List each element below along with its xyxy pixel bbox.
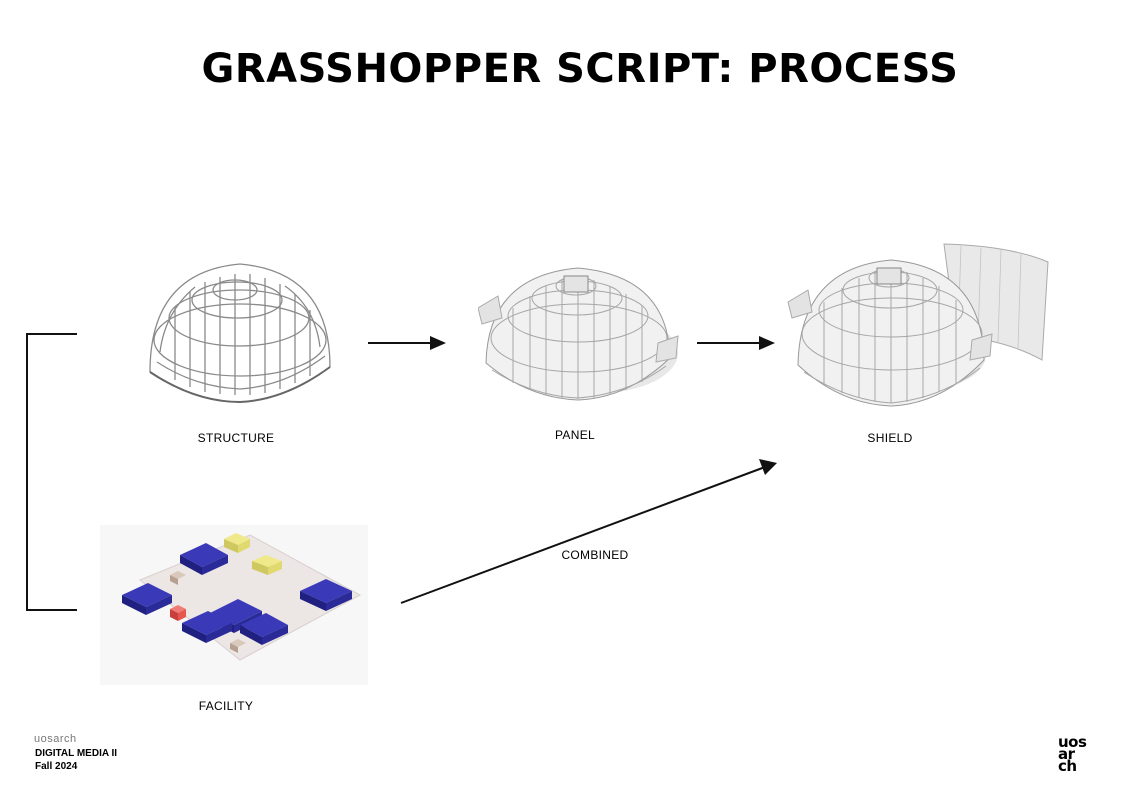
arrow-facility-to-shield — [400, 459, 777, 604]
panel-dome-image — [478, 267, 679, 401]
logo-line-2: ar — [1058, 745, 1075, 763]
structure-label: STRUCTURE — [197, 431, 275, 445]
course-term: Fall 2024 — [35, 761, 78, 772]
footer-course-info: DIGITAL MEDIA II Fall 2024 — [35, 747, 117, 773]
facility-label: FACILITY — [198, 699, 254, 713]
uosarch-logo: uos ar ch — [1058, 733, 1087, 775]
panel-label: PANEL — [555, 428, 595, 442]
shield-label: SHIELD — [867, 431, 913, 445]
logo-line-1: uos — [1058, 733, 1087, 751]
shield-dome-image — [787, 243, 1049, 407]
logo-line-3: ch — [1058, 757, 1077, 775]
structure-dome-image — [149, 263, 331, 404]
bracket — [26, 333, 77, 611]
footer-brand: uosarch — [34, 733, 77, 745]
combined-label: COMBINED — [561, 548, 629, 562]
course-name: DIGITAL MEDIA II — [35, 748, 118, 759]
arrow-panel-to-shield — [697, 336, 775, 350]
arrow-structure-to-panel — [368, 336, 446, 350]
facility-image — [100, 525, 368, 685]
page-title: GRASSHOPPER SCRIPT: PROCESS — [201, 46, 959, 92]
